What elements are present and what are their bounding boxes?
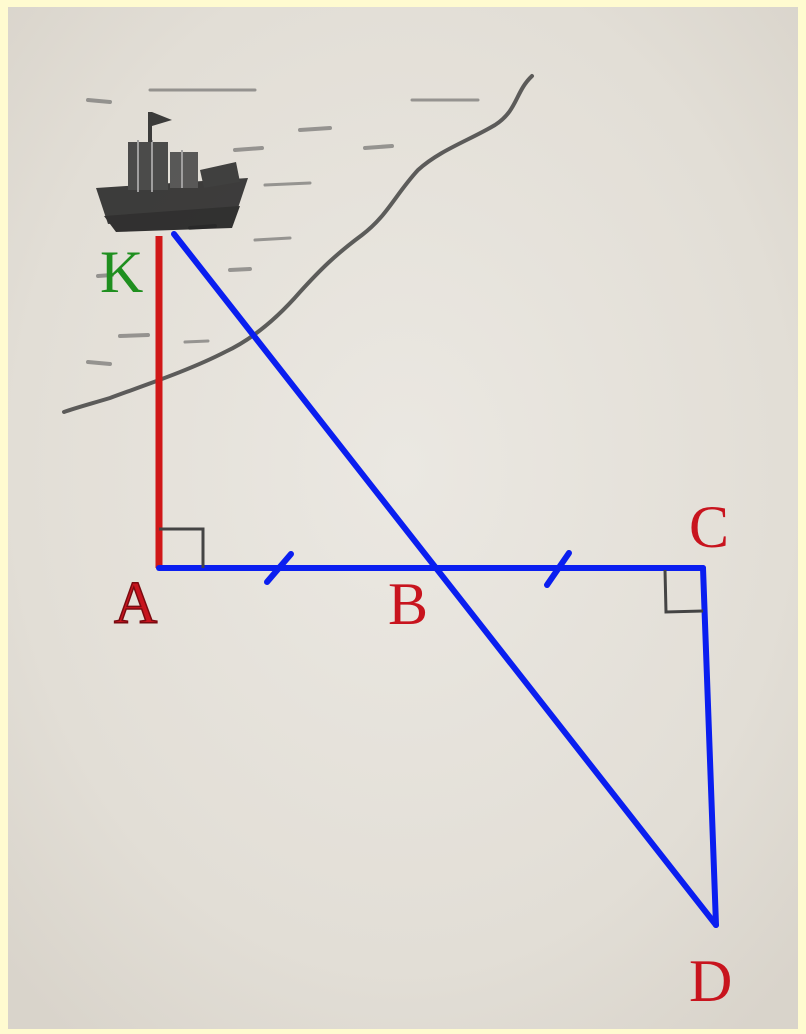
tick-BC xyxy=(544,550,572,588)
blue-segments xyxy=(156,231,719,928)
equal-tick-marks xyxy=(264,550,572,588)
tick-AB xyxy=(264,551,294,585)
shoreline-curve xyxy=(62,74,534,414)
segment-CD xyxy=(700,565,719,928)
segment-KD xyxy=(171,231,719,928)
label-D: D xyxy=(689,948,732,1014)
label-B: B xyxy=(388,571,428,637)
label-K: K xyxy=(100,239,143,305)
ship-icon xyxy=(96,112,248,232)
right-angle-mark-A xyxy=(159,527,205,568)
right-angle-mark-C xyxy=(663,569,704,614)
label-C: C xyxy=(689,494,729,560)
label-A: A xyxy=(114,570,157,636)
